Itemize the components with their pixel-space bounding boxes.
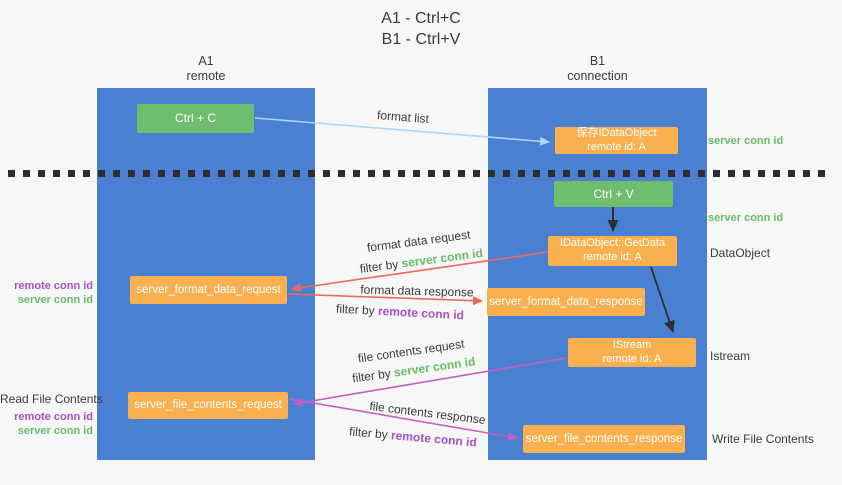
column-b1-subtitle: connection: [567, 69, 628, 83]
filter-by-text: filter by: [348, 424, 392, 443]
node-label: server_file_contents_request: [134, 399, 282, 412]
label-server-conn-id-mid: server conn id: [708, 212, 784, 224]
column-a1-subtitle: remote: [186, 69, 226, 83]
node-label: IStream: [612, 338, 652, 351]
label-dataobject: DataObject: [710, 246, 771, 260]
label-read-file-contents: Read File Contents: [0, 392, 103, 406]
node-save-idataobject: 保存IDataObject remote id: A: [555, 127, 678, 154]
node-label: server_file_contents_response: [525, 432, 683, 445]
title-line-1: A1 - Ctrl+C: [381, 10, 461, 27]
node-server-format-data-response: server_format_data_response: [487, 288, 645, 316]
label-server-conn-id-top: server conn id: [708, 135, 784, 147]
label-format-data-response: format data response: [360, 282, 474, 300]
label-format-data-request: format data request filter by server con…: [348, 222, 492, 280]
node-istream: IStream remote id: A: [568, 338, 696, 367]
dashed-divider: [8, 170, 832, 177]
column-header-a1: A1 remote: [97, 54, 315, 84]
label-remote-conn-id-1: remote conn id: [14, 280, 93, 292]
filter-by-text: filter by: [351, 365, 395, 386]
node-label: 保存IDataObject: [576, 126, 657, 139]
filter-by-text: filter by: [335, 301, 379, 318]
node-ctrl-v: Ctrl + V: [554, 181, 673, 207]
column-a1-name: A1: [198, 54, 214, 68]
label-istream: Istream: [710, 349, 751, 363]
node-ctrl-c: Ctrl + C: [137, 104, 254, 133]
label-filter-remote-conn-2: filter by remote conn id: [343, 424, 484, 450]
label-conn-ids-file: remote conn id server conn id: [0, 410, 93, 438]
label-file-contents-request: file contents request filter by server c…: [343, 333, 482, 389]
column-header-b1: B1 connection: [488, 54, 707, 84]
label-remote-conn-id-2: remote conn id: [14, 411, 93, 423]
label-format-list: format list: [376, 107, 430, 127]
column-b1-name: B1: [589, 54, 606, 68]
title-line-2: B1 - Ctrl+V: [381, 31, 461, 48]
node-idataobject-getdata: IDataObject::GetData remote id: A: [548, 236, 677, 266]
node-server-format-data-request: server_format_data_request: [130, 276, 287, 304]
node-ctrl-c-label: Ctrl + C: [174, 111, 216, 125]
remote-conn-id-text: remote conn id: [377, 303, 465, 323]
label-write-file-contents: Write File Contents: [712, 432, 814, 446]
node-label: IDataObject::GetData: [559, 237, 666, 250]
node-server-file-contents-response: server_file_contents_response: [523, 425, 685, 453]
filter-by-text: filter by: [358, 256, 403, 276]
node-label: server_format_data_response: [489, 295, 643, 308]
label-filter-remote-conn-1: filter by remote conn id: [334, 302, 467, 323]
diagram-title: A1 - Ctrl+C B1 - Ctrl+V: [0, 8, 842, 50]
node-sublabel: remote id: A: [587, 140, 646, 153]
node-sublabel: remote id: A: [602, 352, 662, 365]
label-server-conn-id-1: server conn id: [17, 294, 93, 306]
node-sublabel: remote id: A: [583, 251, 642, 263]
label-server-conn-id-2: server conn id: [17, 425, 93, 437]
node-server-file-contents-request: server_file_contents_request: [128, 392, 288, 419]
label-conn-ids-format: remote conn id server conn id: [0, 279, 93, 307]
node-ctrl-v-label: Ctrl + V: [593, 186, 634, 201]
remote-conn-id-text: remote conn id: [390, 428, 478, 450]
label-file-contents-response: file contents response: [368, 398, 487, 428]
node-label: server_format_data_request: [136, 283, 281, 296]
